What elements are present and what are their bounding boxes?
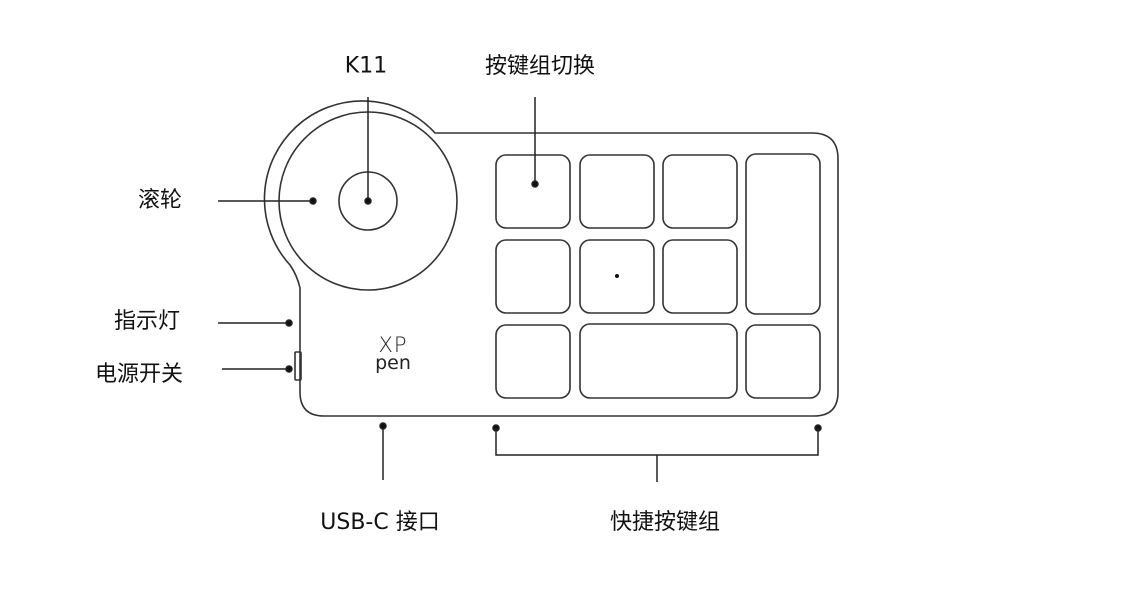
- label-wheel: 滚轮: [137, 188, 183, 213]
- label-power-switch: 电源开关: [94, 362, 184, 387]
- device-outline: [263, 100, 839, 417]
- logo-line1: XP: [378, 333, 408, 357]
- key: [579, 239, 655, 314]
- leader-lines: [218, 97, 822, 482]
- xppen-logo: XP pen: [368, 333, 418, 374]
- label-model: K11: [344, 53, 388, 79]
- key-center-dot: [615, 274, 619, 278]
- power-switch: [294, 351, 302, 381]
- key-group: [495, 153, 821, 399]
- key: [579, 154, 655, 229]
- key: [745, 324, 821, 399]
- key: [662, 239, 738, 314]
- label-group-switch: 按键组切换: [484, 54, 596, 79]
- key-wide: [579, 323, 738, 399]
- label-indicator: 指示灯: [113, 309, 181, 334]
- key: [495, 154, 571, 229]
- key: [662, 154, 738, 229]
- key: [495, 239, 571, 314]
- label-usb-c: USB-C 接口: [320, 510, 440, 535]
- key: [495, 324, 571, 399]
- logo-line2: pen: [375, 352, 411, 374]
- key-tall: [745, 153, 821, 315]
- label-shortcut-keys: 快捷按键组: [609, 510, 721, 535]
